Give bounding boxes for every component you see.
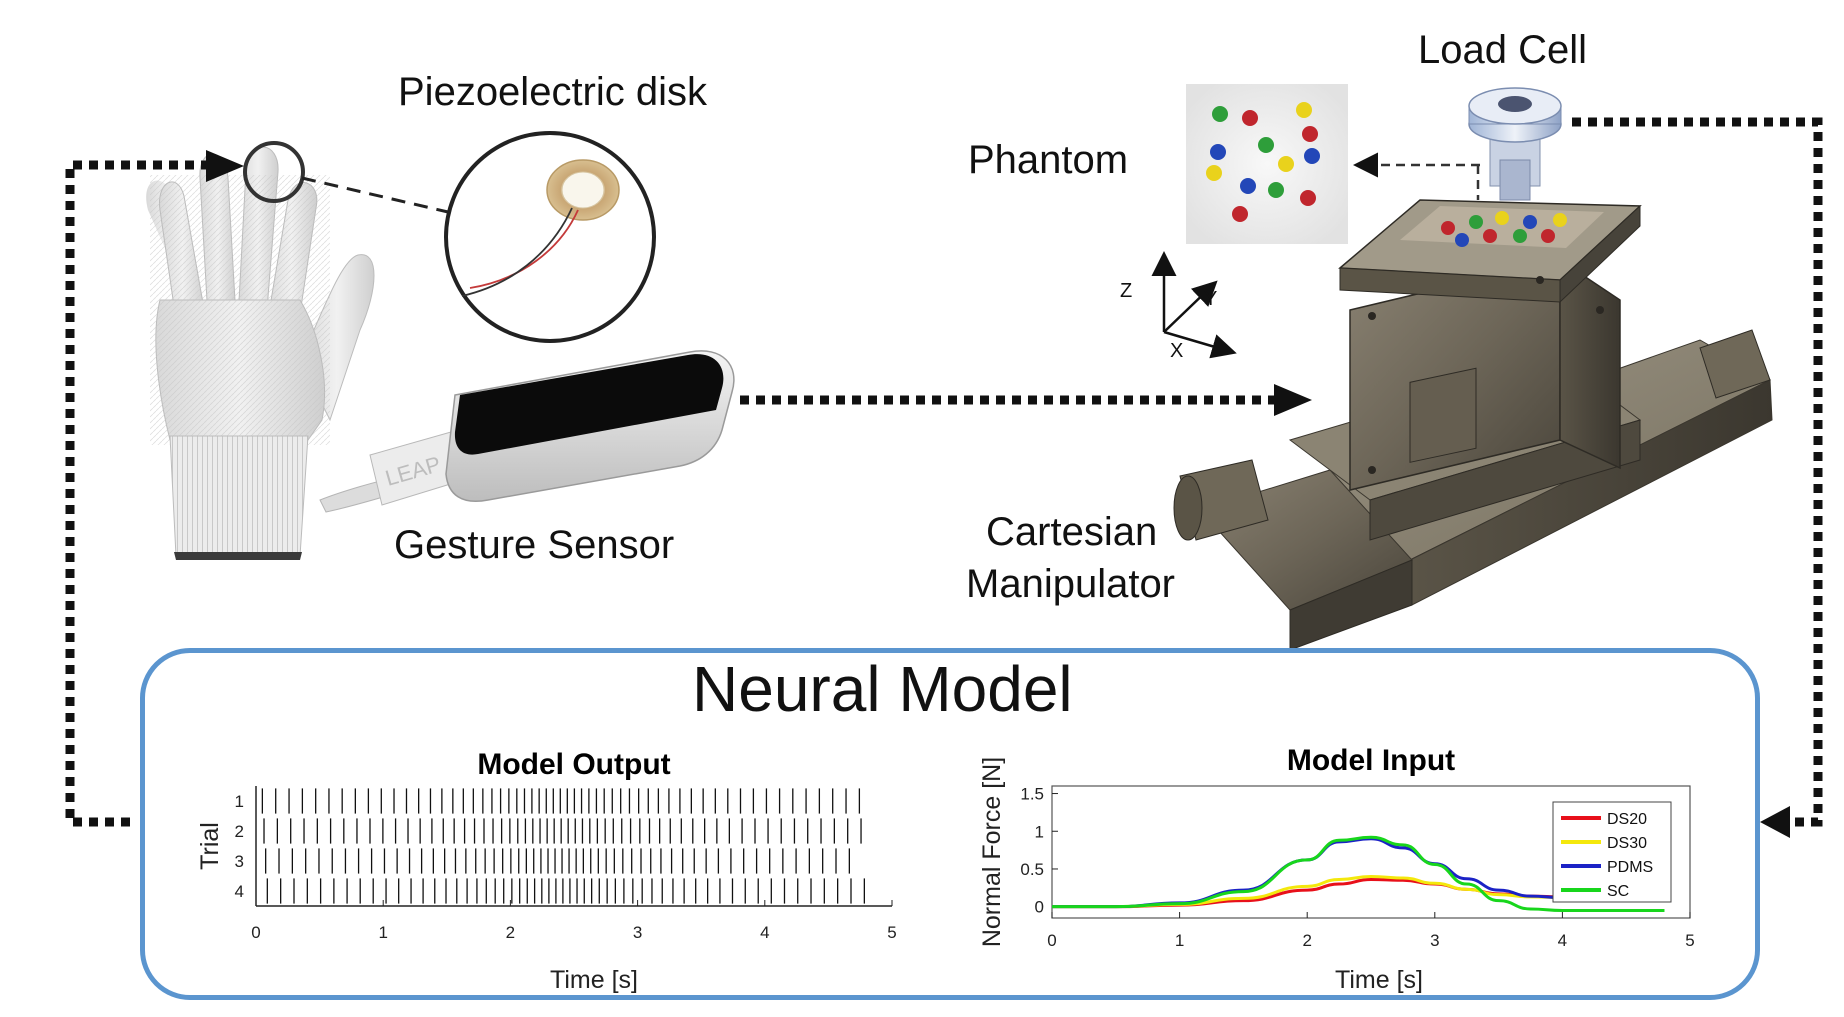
raster-x-tick-label: 1 <box>378 923 387 942</box>
phantom-label: Phantom <box>968 138 1129 182</box>
cartesian-manipulator-image <box>1173 199 1773 651</box>
legend-label: PDMS <box>1607 859 1653 876</box>
fingertip-highlight-circle <box>243 141 305 203</box>
raster-y-tick-label: 4 <box>235 882 244 901</box>
axis-y-label: Y <box>1204 288 1218 310</box>
raster-x-tick-label: 4 <box>760 923 769 942</box>
callout-dashed-line <box>301 176 449 214</box>
raster-x-tick-label: 0 <box>251 923 260 942</box>
gesture-sensor-image: LEAP <box>319 350 735 513</box>
line-x-tick-label: 5 <box>1685 931 1694 950</box>
legend-label: SC <box>1607 883 1629 900</box>
raster-y-tick-label: 1 <box>235 792 244 811</box>
raster-x-tick-label: 2 <box>506 923 515 942</box>
line-x-tick-label: 4 <box>1558 931 1567 950</box>
axis-x-label: X <box>1170 340 1184 362</box>
feedback-loop-arrows <box>65 117 1823 827</box>
arrowhead-to-neural-model <box>1760 806 1790 838</box>
raster-y-tick-label: 3 <box>235 852 244 871</box>
piezo-label: Piezoelectric disk <box>398 70 708 114</box>
raster-x-tick-label: 3 <box>633 923 642 942</box>
line-plot-frame <box>1051 785 1691 919</box>
cartesian-label-line1: Cartesian <box>986 510 1158 554</box>
line-x-tick-label: 3 <box>1430 931 1439 950</box>
line-x-tick-label: 0 <box>1047 931 1056 950</box>
legend-label: DS30 <box>1607 835 1647 852</box>
load-cell-image <box>1468 87 1562 201</box>
line-y-tick-label: 1 <box>1035 822 1044 841</box>
raster-x-label: Time [s] <box>550 966 638 994</box>
phantom-image <box>1186 84 1348 244</box>
line-title: Model Input <box>1287 744 1455 777</box>
xyz-axes-icon <box>1151 251 1237 359</box>
line-x-tick-label: 1 <box>1175 931 1184 950</box>
line-y-tick-label: 0 <box>1035 898 1044 917</box>
line-x-tick-label: 2 <box>1302 931 1311 950</box>
arrowhead-to-manipulator <box>1274 384 1312 416</box>
load-cell-label: Load Cell <box>1418 28 1588 72</box>
line-x-label: Time [s] <box>1335 966 1423 994</box>
axis-z-label: Z <box>1120 280 1133 302</box>
piezo-disk-zoom <box>444 131 656 343</box>
glove-image <box>146 146 375 560</box>
raster-x-tick-label: 5 <box>887 923 896 942</box>
raster-title: Model Output <box>477 748 670 781</box>
raster-y-label: Trial <box>196 822 224 870</box>
line-y-label: Normal Force [N] <box>978 757 1006 947</box>
neural-model-title: Neural Model <box>692 653 1073 725</box>
legend-label: DS20 <box>1607 811 1647 828</box>
neural-model-frame <box>140 648 1760 1000</box>
line-y-tick-label: 0.5 <box>1020 860 1044 879</box>
arrowhead-to-glove <box>206 150 244 182</box>
line-y-tick-label: 1.5 <box>1020 785 1044 804</box>
series-line-sc <box>1052 835 1665 912</box>
raster-y-tick-label: 2 <box>235 822 244 841</box>
gesture-sensor-label: Gesture Sensor <box>394 523 675 567</box>
cartesian-label-line2: Manipulator <box>966 562 1176 606</box>
